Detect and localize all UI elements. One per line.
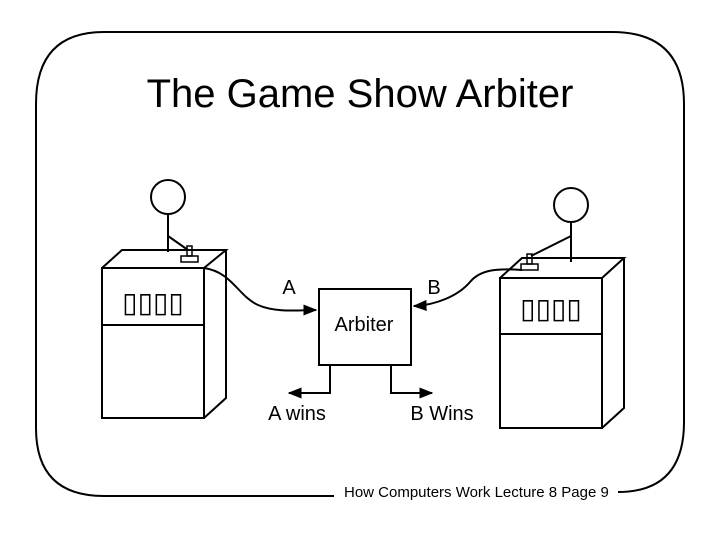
- left-contestant-head: [150, 179, 186, 215]
- left-podium-body: [101, 249, 229, 419]
- arbiter-box: [318, 288, 412, 366]
- input-b-label: B: [427, 277, 440, 299]
- right-podium: ▯▯▯▯: [499, 187, 627, 429]
- slide-border: [35, 31, 685, 497]
- slide-footer: How Computers Work Lecture 8 Page 9: [344, 484, 609, 501]
- output-b-label: B Wins: [410, 403, 473, 425]
- output-a-wire: [287, 365, 331, 399]
- right-contestant-head: [553, 187, 589, 223]
- output-b-wire: [390, 365, 434, 399]
- wire-b: [412, 268, 523, 312]
- wire-a: [203, 267, 318, 316]
- right-buzzer-button[interactable]: [520, 263, 539, 271]
- input-a-label: A: [282, 277, 296, 299]
- left-podium: ▯▯▯▯: [101, 179, 229, 419]
- right-score-display: ▯▯▯▯: [520, 293, 582, 324]
- output-a-label: A wins: [268, 403, 326, 425]
- left-buzzer-button[interactable]: [180, 255, 199, 263]
- arbiter-label: Arbiter: [335, 314, 394, 336]
- slide-title: The Game Show Arbiter: [146, 72, 574, 116]
- left-contestant-arm: [167, 235, 189, 251]
- right-podium-body: [499, 257, 627, 429]
- right-contestant-arm: [530, 235, 572, 257]
- left-score-display: ▯▯▯▯: [122, 287, 184, 318]
